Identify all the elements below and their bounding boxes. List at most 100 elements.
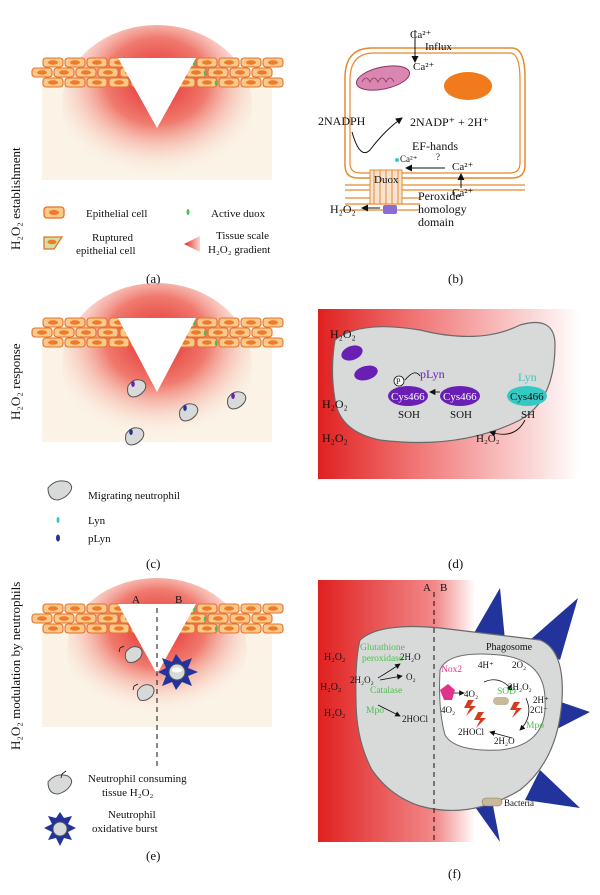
duox-label: Duox [374,174,399,186]
consuming-neutrophil-2 [136,684,155,701]
plyn-dot [129,429,133,435]
gradient-icon [184,236,200,252]
nucleus [444,72,492,100]
legend-migrating-neutrophil: Migrating neutrophil [47,480,180,502]
h2o2-product-label: H₂O₂ [330,202,356,216]
consuming-neutrophil-icon [47,774,73,795]
mpo-label: Mpo [366,706,384,716]
duox-icon [186,209,190,215]
catalase-arrow [379,674,403,681]
cell-nucleus [246,80,256,85]
peroxide-label-1: Peroxide [418,189,461,203]
phago-two-hocl-label: 2HOCl [458,727,485,737]
phospho-arrow [404,372,421,381]
cell-nucleus [70,340,80,345]
ca-top-label: Ca²⁺ [410,29,432,41]
cell-nucleus [70,606,80,611]
cell-nucleus [235,616,245,621]
cell-nucleus [257,330,267,335]
legend-lyn-label: Lyn [88,515,106,527]
mitochondrion [355,65,411,91]
active-duox-dot [214,626,218,632]
question-label: ? [436,152,440,162]
panel-b: Ca²⁺ Influx Ca²⁺ 2NADPH 2NADP⁺ + 2H⁺ EF-… [318,29,526,286]
phagocytosed-bacterium [493,697,509,705]
bacteria-icon [481,797,503,807]
legend-lyn: Lyn [56,515,106,527]
cell-nucleus [246,320,256,325]
legend-duox-label: Active duox [211,208,266,220]
cell-nucleus [59,330,69,335]
soh-label-2: SOH [450,409,472,421]
panel-label-a: (a) [146,271,160,286]
legend-epithelial-cell: Epithelial cell [43,206,147,220]
panel-c: Migrating neutrophil Lyn pLyn (c) [31,283,284,571]
plyn-dot [183,405,187,411]
phago-two-h2o2-label: 2H₂O₂ [508,682,532,692]
cell-nucleus [268,340,278,345]
burst-neutrophil [158,654,198,690]
two-h2o-label: 2H₂O [400,652,421,662]
panel-label-b: (b) [448,271,463,286]
legend-epithelial-label: Epithelial cell [86,208,147,220]
cell-nucleus [202,320,212,325]
cell-nucleus [224,606,234,611]
legend-consuming: Neutrophil consuming tissue H₂O₂ [47,770,187,799]
ca-right-low-label: Ca²⁺ [452,187,474,199]
cell-nucleus [224,626,234,631]
legend-ruptured-label-2: epithelial cell [76,245,136,257]
four-o2-cyto-label: 4O₂ [441,705,455,715]
active-duox-dot [214,80,218,86]
cys466-label-1: Cys466 [391,391,425,403]
nadph-arrow [351,117,403,154]
h2o2-label-2: H₂O₂ [322,397,348,411]
cell-nucleus [81,616,91,621]
influx-label: Influx [425,41,452,53]
plyn-dot [131,381,135,387]
granule-1 [341,345,363,361]
legend-consuming-label-1: Neutrophil consuming [88,773,187,785]
cell-nucleus [59,70,69,75]
sod-label: SOD [497,687,516,697]
cell-nucleus [48,340,58,345]
active-duox-dot [203,616,207,622]
phago-mpo-label: Mpo [526,721,544,731]
nox2-complex [440,684,455,700]
legend-burst-label-2: oxidative burst [92,823,158,835]
cell-nucleus [213,70,223,75]
cell-nucleus [224,340,234,345]
cell-nucleus [48,320,58,325]
cell-nucleus [81,70,91,75]
row-label-establishment: H₂O₂ establishment [8,147,23,250]
two-h2o2-label: 2H₂O₂ [350,675,374,685]
four-h-label: 4H⁺ [478,660,494,670]
cell-nucleus [224,60,234,65]
panel-a: Epithelial cell Active duox Ruptured epi… [31,25,284,286]
cell-nucleus [103,616,113,621]
panel-label-c: (c) [146,556,160,571]
cell-nucleus [224,80,234,85]
cell-nucleus [48,80,58,85]
cys466-label-2: Cys466 [443,391,477,403]
cell-nucleus [202,60,212,65]
cell-nucleus [268,320,278,325]
legend-migrating-label: Migrating neutrophil [88,490,180,502]
cell-nucleus [213,330,223,335]
two-hocl-label: 2HOCl [402,714,429,724]
cell-nucleus [257,70,267,75]
cell-nucleus [59,616,69,621]
cell-nucleus [81,330,91,335]
cell-nucleus [202,626,212,631]
two-o2-label: 2O₂ [512,660,526,670]
cell-nucleus [235,330,245,335]
granule-2 [354,365,378,381]
ca-right-label: Ca²⁺ [452,161,474,173]
peroxide-label-2: homology [418,202,467,216]
phagosome [439,653,546,751]
row-label-response: H₂O₂ response [8,343,23,420]
lyn-label: Lyn [518,370,537,384]
sod-arrow [483,679,513,691]
cell-nucleus [48,60,58,65]
cell-nucleus [114,340,124,345]
two-h-label: 2H⁺ [533,695,549,705]
